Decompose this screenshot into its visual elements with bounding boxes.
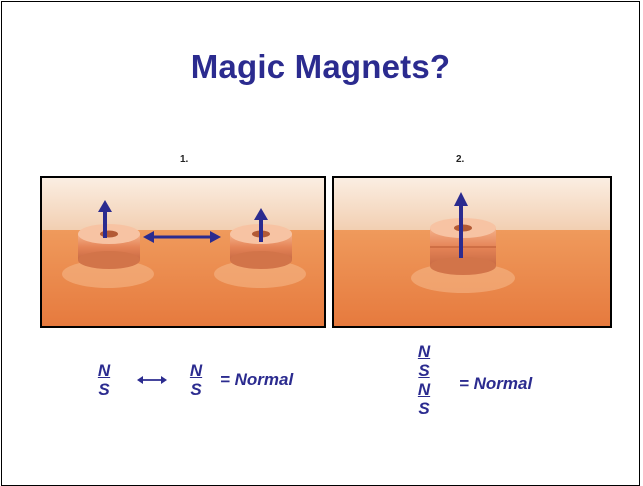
panel-label-1: 1. [180, 154, 189, 165]
pole-n: N [417, 342, 431, 361]
fraction-left: N S [93, 361, 115, 399]
result-normal: = Normal [220, 370, 294, 389]
pole-s: S [98, 380, 110, 399]
photo-stacked-magnets-image [334, 178, 610, 326]
arrow-up-icon [98, 200, 112, 238]
arrow-up-icon [454, 192, 468, 258]
photo-stacked-magnets [332, 176, 612, 328]
result-normal: = Normal [459, 374, 533, 393]
arrow-up-icon [254, 208, 268, 242]
pole-s: S [190, 380, 202, 399]
pole-stack: N S N S [413, 342, 435, 418]
panel-label-2: 2. [456, 154, 465, 165]
pole-n: N [189, 361, 203, 380]
pole-n: N [97, 361, 111, 380]
photo-two-magnets-image [42, 178, 324, 326]
pole-s: S [418, 399, 430, 418]
pole-s: S [418, 361, 430, 380]
pole-n: N [417, 380, 431, 399]
double-arrow-icon [137, 376, 167, 384]
double-arrow-icon [143, 231, 221, 243]
slide-title: Magic Magnets? [190, 48, 451, 85]
fraction-right: N S [185, 361, 207, 399]
photo-two-magnets [40, 176, 326, 328]
